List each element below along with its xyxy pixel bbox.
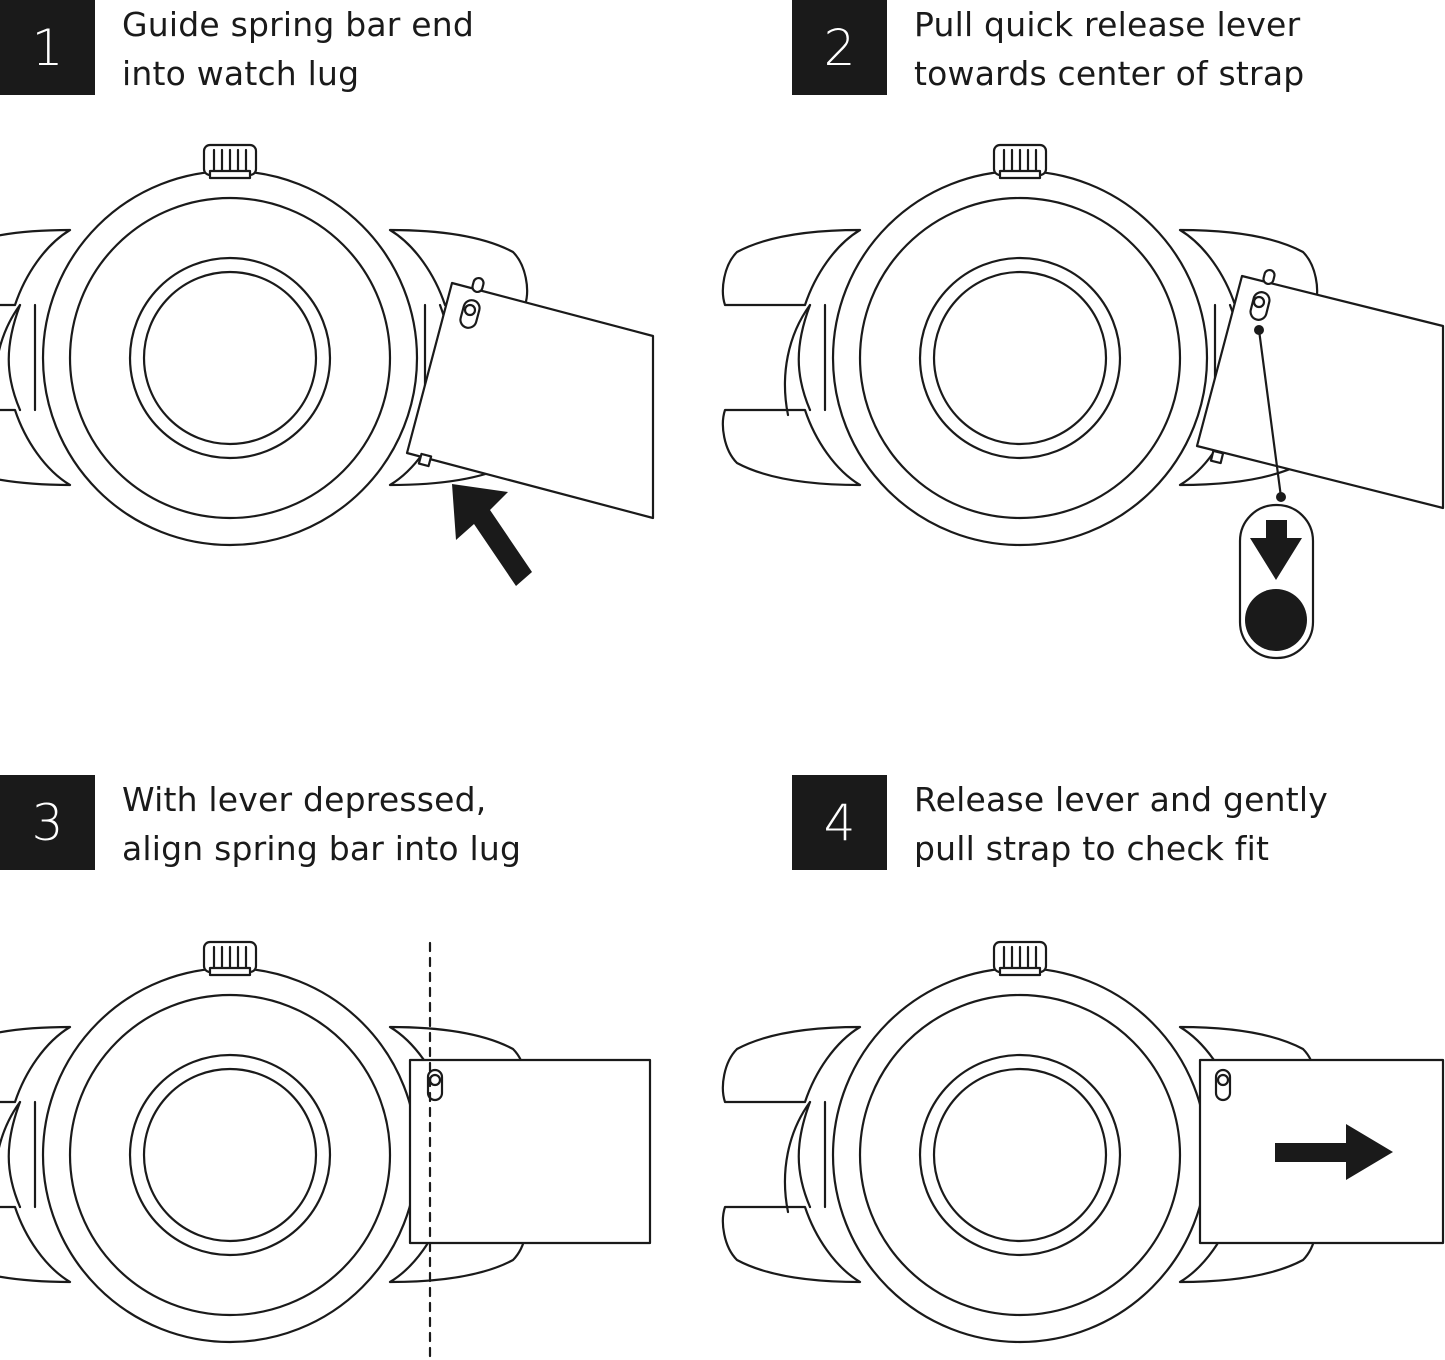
step-4-caption-line1: Release lever and gently [914, 780, 1328, 819]
step-1-caption-line2: into watch lug [122, 54, 360, 93]
arrow-up-left-icon [452, 484, 532, 586]
step-1-caption: Guide spring bar end into watch lug [122, 0, 474, 98]
step-2-caption-line1: Pull quick release lever [914, 5, 1301, 44]
step-2-illustration [721, 143, 1445, 660]
strap [405, 281, 655, 520]
step-1-caption-line1: Guide spring bar end [122, 5, 475, 44]
step-2-caption-line2: towards center of strap [914, 54, 1305, 93]
step-4-illustration [721, 940, 1445, 1344]
step-4-caption-line2: pull strap to check fit [914, 829, 1270, 868]
step-number-badge: 1 [0, 0, 95, 95]
step-number-badge: 4 [792, 775, 887, 870]
step-number-badge: 2 [792, 0, 887, 95]
step-3-illustration [0, 940, 652, 1360]
strap [408, 1058, 652, 1245]
step-3-caption: With lever depressed, align spring bar i… [122, 775, 521, 873]
arrow-down-icon [1250, 520, 1302, 580]
arrow-right-icon [1275, 1124, 1393, 1180]
step-2-caption: Pull quick release lever towards center … [914, 0, 1304, 98]
step-3-caption-line2: align spring bar into lug [122, 829, 522, 868]
step-4-caption: Release lever and gently pull strap to c… [914, 775, 1328, 873]
step-number-badge: 3 [0, 775, 95, 870]
step-3-caption-line1: With lever depressed, [122, 780, 487, 819]
step-1-illustration [0, 143, 655, 586]
